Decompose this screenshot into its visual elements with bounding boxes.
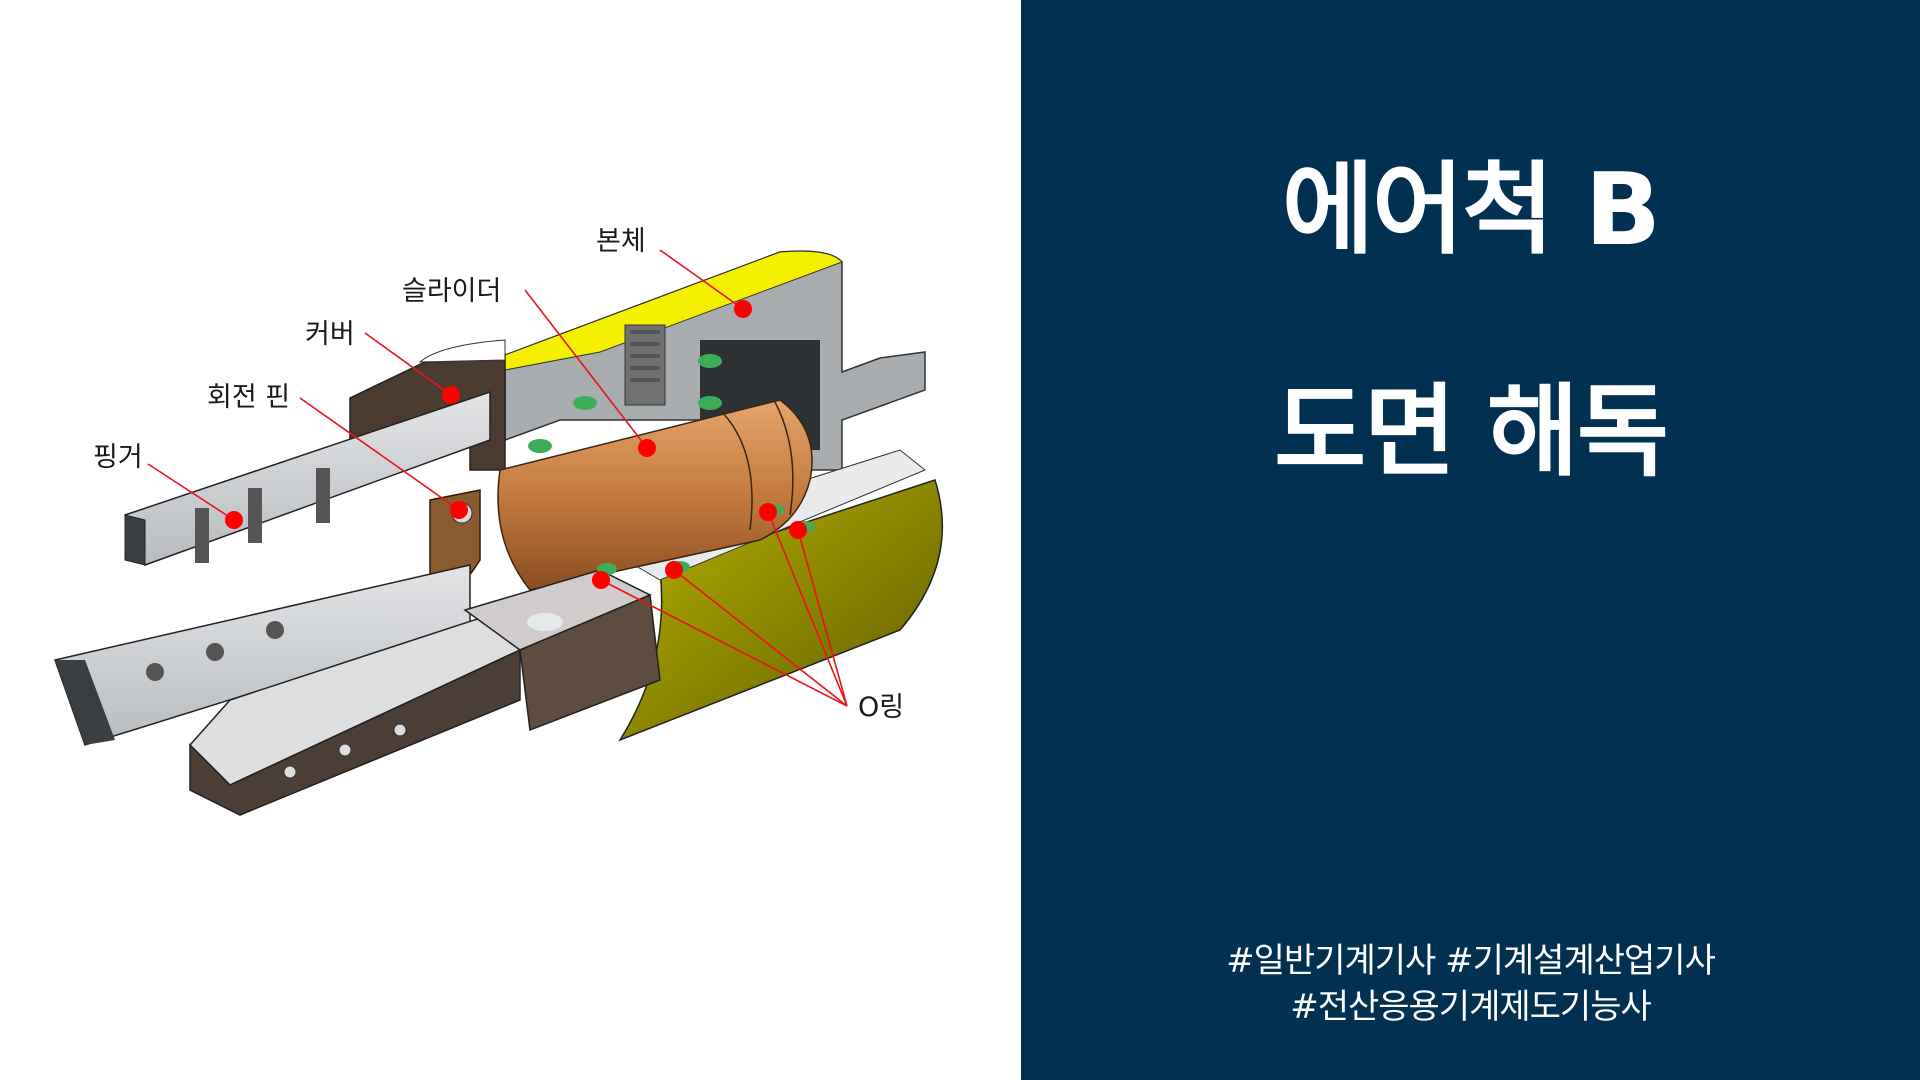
slide-title-line-2: 도면 해독 [1274,373,1669,490]
diagram-panel: 본체 슬라이더 커버 회전 핀 핑거 O링 [54,226,944,816]
label-body: 본체 [596,226,646,257]
hashtags-line-1: #일반기계기사 #기계설계산업기사 [1226,941,1716,981]
marker-dots [225,300,807,589]
finger-bottom [188,603,521,816]
slider-part [429,399,813,601]
label-swivel-pin: 회전 핀 [207,382,290,413]
label-slider: 슬라이더 [402,276,501,307]
label-finger: 핑거 [93,442,143,473]
title-panel: 에어척 B 도면 해독 #일반기계기사 #기계설계산업기사 #전산응용기계제도기… [1021,0,1920,1080]
hashtags-line-2: #전산응용기계제도기능사 [1290,987,1652,1027]
hashtags: #일반기계기사 #기계설계산업기사 #전산응용기계제도기능사 [1021,938,1920,1030]
label-o-ring: O링 [858,692,904,723]
leader-lines [147,249,848,707]
air-chuck-cutaway-diagram: 본체 슬라이더 커버 회전 핀 핑거 O링 [54,226,944,816]
slide-title-line-1: 에어척 B [1281,151,1661,268]
body-shell [618,479,944,742]
finger-upper [124,390,491,566]
label-cover: 커버 [305,319,355,350]
